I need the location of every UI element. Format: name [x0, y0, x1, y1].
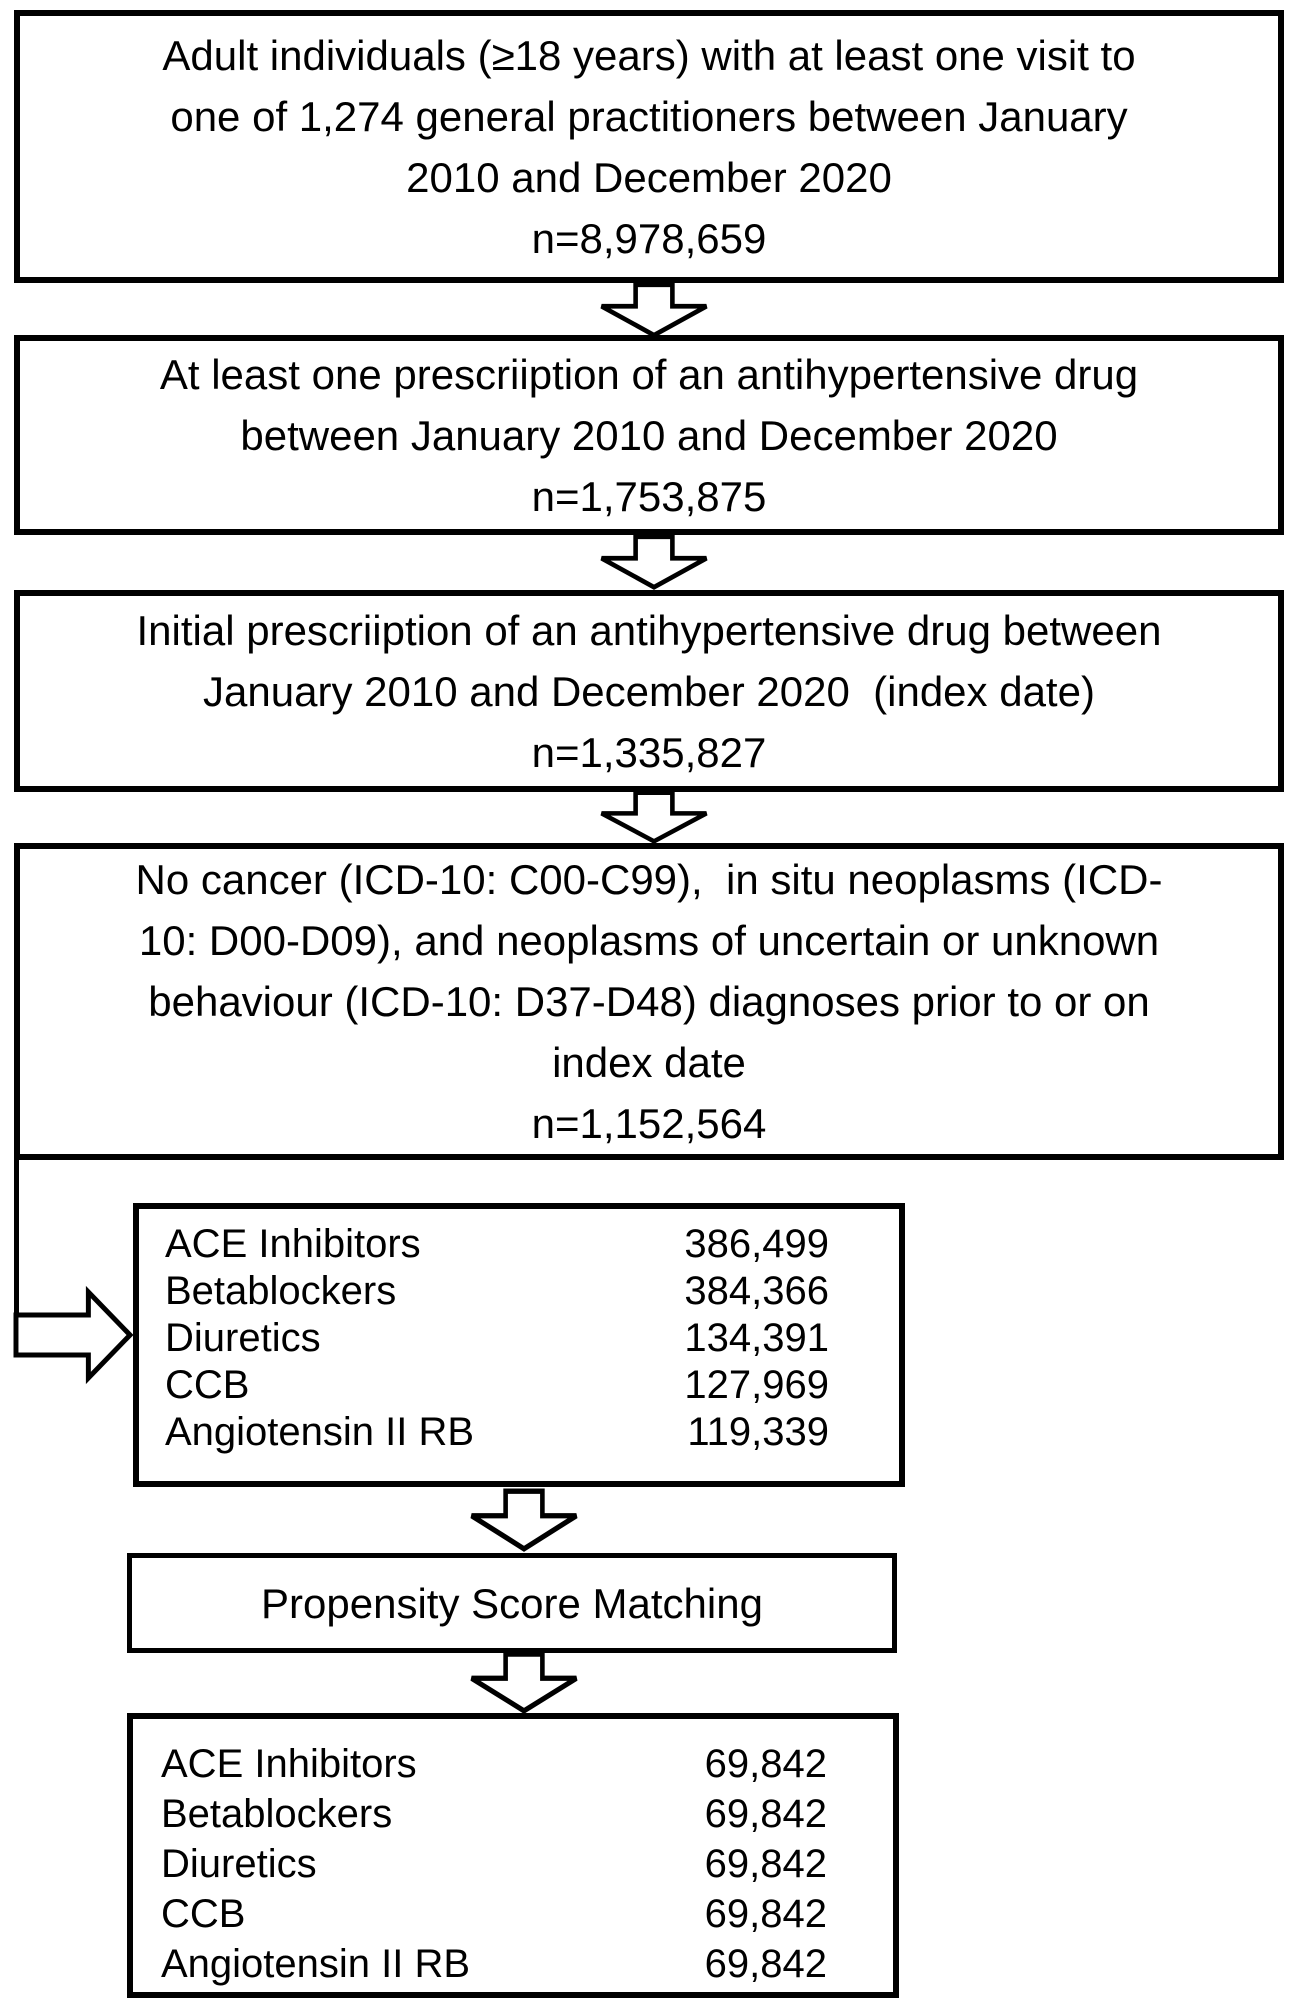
- cohort-row: Angiotensin II RB 119,339: [165, 1409, 829, 1456]
- cohort-count: 69,842: [704, 1891, 827, 1936]
- down-arrow-icon-2: [600, 534, 708, 590]
- cohort-row: CCB 127,969: [165, 1362, 829, 1409]
- down-arrow-icon-3: [600, 790, 708, 844]
- cohort-label: Betablockers: [161, 1791, 393, 1836]
- cohort-row: Betablockers 384,366: [165, 1268, 829, 1315]
- cohort-label: CCB: [161, 1891, 246, 1936]
- down-arrow-icon-1: [600, 282, 708, 338]
- right-arrow-icon: [13, 1285, 134, 1385]
- cohort-count: 69,842: [704, 1791, 827, 1836]
- cohort-count: 69,842: [704, 1941, 827, 1986]
- cohort-row: Angiotensin II RB 69,842: [161, 1939, 827, 1989]
- cohort-row: Betablockers 69,842: [161, 1789, 827, 1839]
- box-propensity-score-matching: Propensity Score Matching: [127, 1553, 897, 1653]
- cohort-count: 69,842: [704, 1841, 827, 1886]
- cohort-label: ACE Inhibitors: [161, 1741, 417, 1786]
- cohort-count: 127,969: [684, 1363, 829, 1407]
- cohort-row: ACE Inhibitors 69,842: [161, 1739, 827, 1789]
- connector-line: [14, 1157, 19, 1355]
- cohort-count: 134,391: [684, 1316, 829, 1360]
- cohort-row: ACE Inhibitors 386,499: [165, 1221, 829, 1268]
- cohort-label: Betablockers: [165, 1269, 397, 1313]
- box-initial-cohorts: ACE Inhibitors 386,499 Betablockers 384,…: [133, 1203, 905, 1487]
- box-antihypertensive-prescription: At least one prescriiption of an antihyp…: [14, 335, 1284, 535]
- cohort-count: 119,339: [687, 1410, 829, 1454]
- box-adult-individuals: Adult individuals (≥18 years) with at le…: [14, 10, 1284, 283]
- box-no-cancer: No cancer (ICD-10: C00-C99), in situ neo…: [14, 843, 1284, 1160]
- cohort-label: Angiotensin II RB: [165, 1410, 475, 1454]
- cohort-count: 386,499: [684, 1222, 829, 1266]
- cohort-label: CCB: [165, 1363, 250, 1407]
- down-arrow-icon-5: [470, 1651, 578, 1714]
- cohort-label: Diuretics: [161, 1841, 317, 1886]
- cohort-label: Angiotensin II RB: [161, 1941, 471, 1986]
- box-initial-prescription: Initial prescriiption of an antihyperten…: [14, 590, 1284, 792]
- box-matched-cohorts: ACE Inhibitors 69,842 Betablockers 69,84…: [127, 1713, 899, 1998]
- cohort-row: CCB 69,842: [161, 1889, 827, 1939]
- cohort-label: ACE Inhibitors: [165, 1222, 421, 1266]
- cohort-row: Diuretics 69,842: [161, 1839, 827, 1889]
- down-arrow-icon-4: [470, 1488, 578, 1552]
- cohort-label: Diuretics: [165, 1316, 321, 1360]
- cohort-row: Diuretics 134,391: [165, 1315, 829, 1362]
- cohort-count: 384,366: [684, 1269, 829, 1313]
- cohort-count: 69,842: [704, 1741, 827, 1786]
